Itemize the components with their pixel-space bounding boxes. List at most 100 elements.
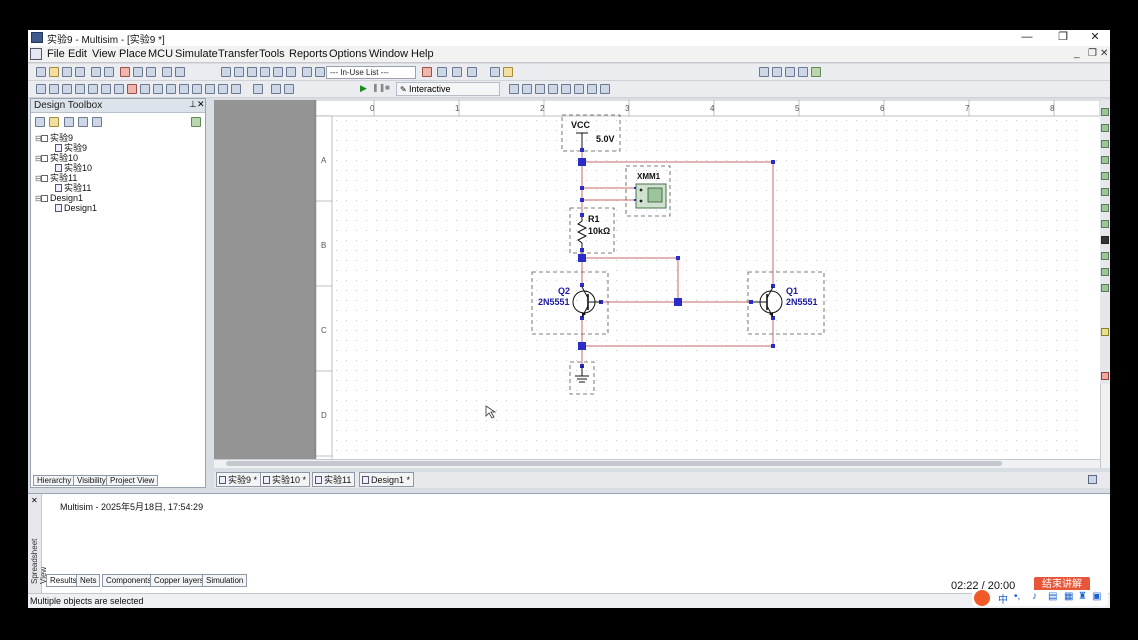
save-icon[interactable]: [75, 67, 85, 77]
help-icon[interactable]: [503, 67, 513, 77]
zoom-sheet-icon[interactable]: [798, 67, 808, 77]
probe-icon-4[interactable]: [548, 84, 558, 94]
misc-digital-icon[interactable]: [127, 84, 137, 94]
probe-icon-5[interactable]: [561, 84, 571, 94]
tree-child-sheet-11[interactable]: 实验11: [55, 183, 91, 193]
logic-analyzer-tool-icon[interactable]: [1101, 220, 1109, 228]
ime-shirt-icon[interactable]: ♜: [1078, 591, 1087, 602]
cmos-icon[interactable]: [114, 84, 124, 94]
network-analyzer-tool-icon[interactable]: [1101, 284, 1109, 292]
diode-icon[interactable]: [62, 84, 72, 94]
zoom-in-icon[interactable]: [759, 67, 769, 77]
postprocessor-icon[interactable]: [286, 67, 296, 77]
menu-file[interactable]: File: [47, 48, 65, 60]
mdi-restore-button[interactable]: ❐: [1088, 48, 1097, 59]
tab-simulation[interactable]: Simulation: [202, 574, 248, 587]
menu-tools[interactable]: Tools: [259, 48, 285, 60]
doc-tab-design-9[interactable]: 实验9 *: [216, 472, 262, 487]
counter-tool-icon[interactable]: [1101, 188, 1109, 196]
place-wire-icon[interactable]: [284, 84, 294, 94]
probe-icon-7[interactable]: [587, 84, 597, 94]
open-project-icon[interactable]: [49, 117, 59, 127]
doc-tab-design-11[interactable]: 实验11: [312, 472, 356, 487]
wattmeter-tool-icon[interactable]: [1101, 140, 1109, 148]
redo-icon[interactable]: [175, 67, 185, 77]
design-toolbox-icon[interactable]: [234, 67, 244, 77]
probe-settings-icon[interactable]: [600, 84, 610, 94]
run-icon[interactable]: ▶: [360, 83, 367, 93]
tree-child-sheet-10[interactable]: 实验10: [55, 163, 92, 173]
in-use-list-select[interactable]: --- In-Use List ---: [326, 66, 416, 79]
menu-window[interactable]: Window: [369, 48, 409, 60]
place-bus-icon[interactable]: [271, 84, 281, 94]
cut-icon[interactable]: [120, 67, 130, 77]
electromechanical-icon[interactable]: [218, 84, 228, 94]
end-explanation-button[interactable]: 结束讲解: [1034, 577, 1090, 593]
ime-punct-icon[interactable]: •,: [1014, 591, 1021, 602]
iv-analyzer-tool-icon[interactable]: [1101, 236, 1109, 244]
basic-icon[interactable]: [49, 84, 59, 94]
mdi-minimize-button[interactable]: _: [1074, 48, 1080, 59]
menu-reports[interactable]: Reports: [289, 48, 328, 60]
menu-options[interactable]: Options: [329, 48, 367, 60]
menu-mcu[interactable]: MCU: [148, 48, 174, 60]
probe-tool-icon[interactable]: [1101, 372, 1109, 380]
current-probe-tool-icon[interactable]: [1101, 328, 1109, 336]
close-project-icon[interactable]: [78, 117, 88, 127]
rf-icon[interactable]: [205, 84, 215, 94]
interactive-mode-button[interactable]: ✎ Interactive: [396, 82, 500, 96]
sheet-properties-icon[interactable]: [1088, 475, 1097, 484]
place-hierarchical-icon[interactable]: [253, 84, 263, 94]
horizontal-scrollbar[interactable]: [214, 459, 1100, 468]
toolbox-pin-icon[interactable]: ⊥: [189, 99, 197, 109]
breadboard-icon[interactable]: [302, 67, 312, 77]
copy-icon[interactable]: [133, 67, 143, 77]
menu-place[interactable]: Place: [119, 48, 147, 60]
spreadsheet-close-icon[interactable]: ✕: [31, 496, 38, 505]
ground-symbol[interactable]: [569, 361, 595, 395]
menu-edit[interactable]: Edit: [68, 48, 87, 60]
misc-icon[interactable]: [179, 84, 189, 94]
tree-child-design1[interactable]: Design1: [55, 203, 97, 213]
tab-results[interactable]: Results: [46, 574, 81, 587]
ttl-icon[interactable]: [101, 84, 111, 94]
pause-icon[interactable]: ❚❚: [372, 83, 386, 92]
project-options-icon[interactable]: [92, 117, 102, 127]
indicator-icon[interactable]: [153, 84, 163, 94]
probe-icon-2[interactable]: [522, 84, 532, 94]
save-project-icon[interactable]: [64, 117, 74, 127]
doc-menu-icon[interactable]: [30, 48, 42, 60]
spreadsheet-icon[interactable]: [247, 67, 257, 77]
menu-view[interactable]: View: [92, 48, 116, 60]
open-sample-icon[interactable]: [62, 67, 72, 77]
restore-button[interactable]: ❐: [1058, 31, 1068, 43]
transistor-q2[interactable]: Q2 2N5551: [531, 271, 609, 335]
zoom-out-icon[interactable]: [772, 67, 782, 77]
paste-icon[interactable]: [146, 67, 156, 77]
toolbox-close-icon[interactable]: ✕: [197, 99, 205, 109]
electrical-rules-icon[interactable]: [315, 67, 325, 77]
close-button[interactable]: ✕: [1090, 31, 1100, 43]
junction[interactable]: [578, 254, 586, 262]
probe-icon-3[interactable]: [535, 84, 545, 94]
transistor-icon[interactable]: [75, 84, 85, 94]
probe-icon-1[interactable]: [509, 84, 519, 94]
zoom-area-icon[interactable]: [785, 67, 795, 77]
open-icon[interactable]: [49, 67, 59, 77]
tab-nets[interactable]: Nets: [76, 574, 101, 587]
print-preview-icon[interactable]: [104, 67, 114, 77]
function-generator-tool-icon[interactable]: [1101, 124, 1109, 132]
probe-icon-6[interactable]: [574, 84, 584, 94]
spectrum-tool-icon[interactable]: [1101, 268, 1109, 276]
stop-icon[interactable]: ■: [385, 83, 390, 92]
ime-mic-icon[interactable]: ♪: [1032, 591, 1037, 602]
toolbox-refresh-icon[interactable]: [191, 117, 201, 127]
export-icon[interactable]: [467, 67, 477, 77]
ime-mode[interactable]: 中: [998, 595, 1008, 606]
component-wizard-icon[interactable]: [273, 67, 283, 77]
junction[interactable]: [674, 298, 682, 306]
tab-copper-layers[interactable]: Copper layers: [150, 574, 208, 587]
toggle-fullscreen-icon[interactable]: [221, 67, 231, 77]
ime-skin-icon[interactable]: ▦: [1064, 591, 1074, 602]
